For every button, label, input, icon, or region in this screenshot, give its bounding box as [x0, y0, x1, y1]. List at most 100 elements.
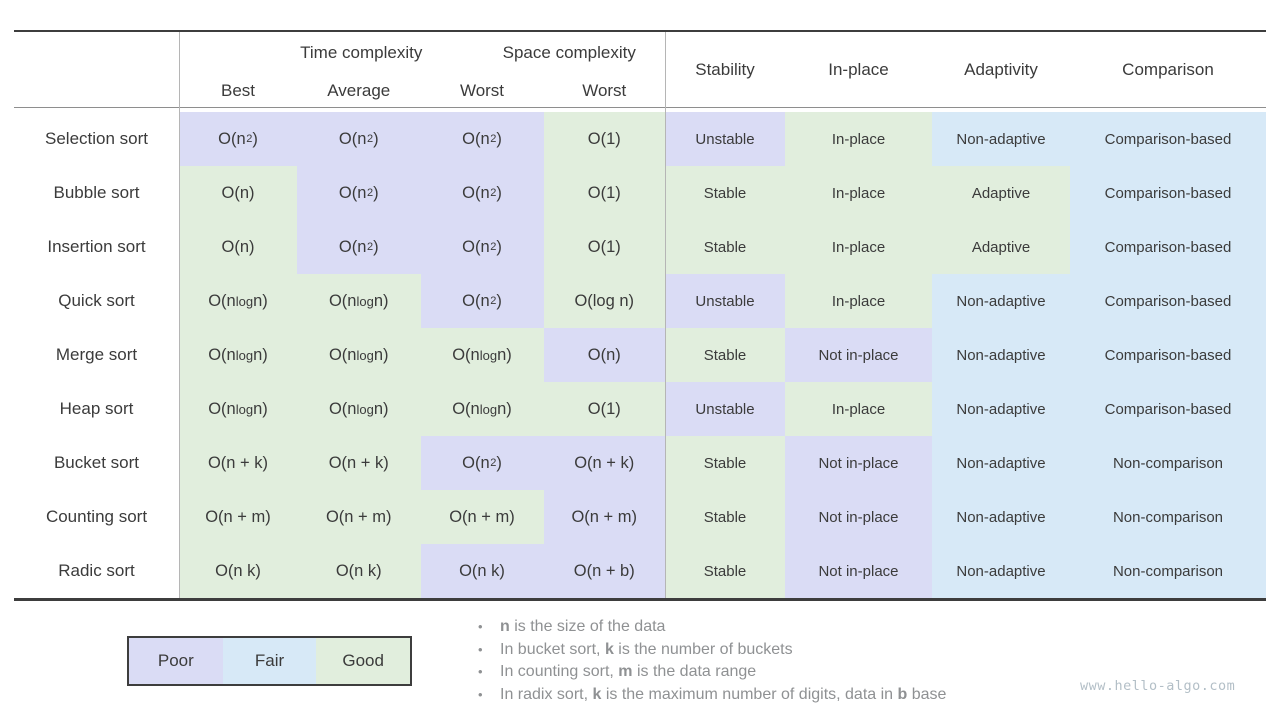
table-cell: O(n log n): [297, 328, 421, 382]
table-cell: O(n + m): [543, 490, 665, 544]
time-complexity-group-header: Time complexity: [300, 43, 423, 62]
table-cell: Non-adaptive: [932, 436, 1070, 490]
table-cell: O(n + m): [420, 490, 544, 544]
bullet-icon: •: [478, 686, 483, 702]
footnote-line: • n is the size of the data: [478, 616, 946, 639]
table-cell: O(n log n): [420, 328, 544, 382]
footnote-text: n is the size of the data: [500, 618, 666, 635]
table-cell: Unstable: [665, 382, 785, 436]
legend-item-poor: Poor: [129, 638, 223, 684]
column-header-comparison: Comparison: [1122, 59, 1214, 79]
table-cell: O(n): [179, 220, 297, 274]
table-cell: Stable: [665, 436, 785, 490]
column-header-stability: Stability: [695, 59, 755, 79]
table-cell: Not in-place: [785, 436, 932, 490]
table-cell: O(n + k): [543, 436, 665, 490]
table-cell: O(n log n): [179, 274, 297, 328]
row-label: Radic sort: [14, 544, 179, 598]
legend-item-good: Good: [316, 638, 411, 684]
column-header-worst-time: Worst: [459, 80, 505, 100]
row-label: Quick sort: [14, 274, 179, 328]
table-cell: O(1): [543, 382, 665, 436]
table-cell: Not in-place: [785, 328, 932, 382]
table-cell: O(1): [543, 220, 665, 274]
row-label: Selection sort: [14, 112, 179, 166]
table-cell: O(n): [543, 328, 665, 382]
table-cell: O(n + b): [543, 544, 665, 598]
row-label: Merge sort: [14, 328, 179, 382]
bullet-icon: •: [478, 664, 483, 679]
table-cell: In-place: [785, 220, 932, 274]
comparison-table: Time complexity Space complexity Best Av…: [14, 30, 1266, 601]
table-cell: O(n + k): [179, 436, 297, 490]
table-cell: O(log n): [543, 274, 665, 328]
footnotes: • n is the size of the data •In bucket sor…: [478, 616, 946, 706]
table-cell: O(n log n): [179, 328, 297, 382]
table-cell: O(n k): [297, 544, 421, 598]
table-cell: O(n log n): [420, 382, 544, 436]
row-label: Bubble sort: [14, 166, 179, 220]
table-cell: Non-adaptive: [932, 328, 1070, 382]
table-cell: In-place: [785, 274, 932, 328]
table-cell: O(n log n): [297, 382, 421, 436]
column-header-adaptivity: Adaptivity: [964, 59, 1038, 79]
table-cell: Comparison-based: [1070, 166, 1266, 220]
table-cell: Unstable: [665, 274, 785, 328]
space-complexity-group-header: Space complexity: [502, 43, 636, 62]
table-cell: Comparison-based: [1070, 112, 1266, 166]
row-label: Bucket sort: [14, 436, 179, 490]
table-cell: O(n log n): [179, 382, 297, 436]
table-cell: Non-adaptive: [932, 112, 1070, 166]
table-cell: In-place: [785, 382, 932, 436]
table-cell: O(n k): [420, 544, 544, 598]
table-cell: Not in-place: [785, 490, 932, 544]
table-cell: Adaptive: [932, 220, 1070, 274]
table-cell: Non-comparison: [1070, 436, 1266, 490]
footnote-line: • In counting sort, m is the data range: [478, 661, 946, 684]
table-cell: Unstable: [665, 112, 785, 166]
legend-item-fair: Fair: [222, 638, 317, 684]
footnote-text: In counting sort, m is the data range: [500, 663, 757, 680]
table-cell: Stable: [665, 166, 785, 220]
table-cell: O(n + k): [297, 436, 421, 490]
table-cell: Not in-place: [785, 544, 932, 598]
table-cell: O(1): [543, 112, 665, 166]
table-cell: Adaptive: [932, 166, 1070, 220]
table-cell: Non-adaptive: [932, 490, 1070, 544]
bullet-icon: •: [478, 641, 483, 657]
column-header-average: Average: [327, 80, 391, 100]
table-header: Time complexity Space complexity Best Av…: [14, 32, 1266, 108]
table-cell: In-place: [785, 166, 932, 220]
table-cell: Stable: [665, 220, 785, 274]
table-cell: Non-adaptive: [932, 382, 1070, 436]
table-cell: Stable: [665, 328, 785, 382]
column-header-worst-space: Worst: [582, 80, 627, 100]
table-cell: O(1): [543, 166, 665, 220]
table-cell: Stable: [665, 544, 785, 598]
bullet-icon: •: [478, 619, 483, 634]
table-cell: Non-comparison: [1070, 544, 1266, 598]
table-cell: O(n log n): [297, 274, 421, 328]
table-cell: Non-adaptive: [932, 274, 1070, 328]
table-cell: Non-comparison: [1070, 490, 1266, 544]
column-header-in-place: In-place: [828, 59, 889, 79]
table-cell: O(n): [179, 166, 297, 220]
table-cell: In-place: [785, 112, 932, 166]
table-cell: O(n + m): [179, 490, 297, 544]
table-cell: O(n + m): [297, 490, 421, 544]
footnote-line: •In bucket sort, k is the number of buck…: [478, 639, 946, 662]
